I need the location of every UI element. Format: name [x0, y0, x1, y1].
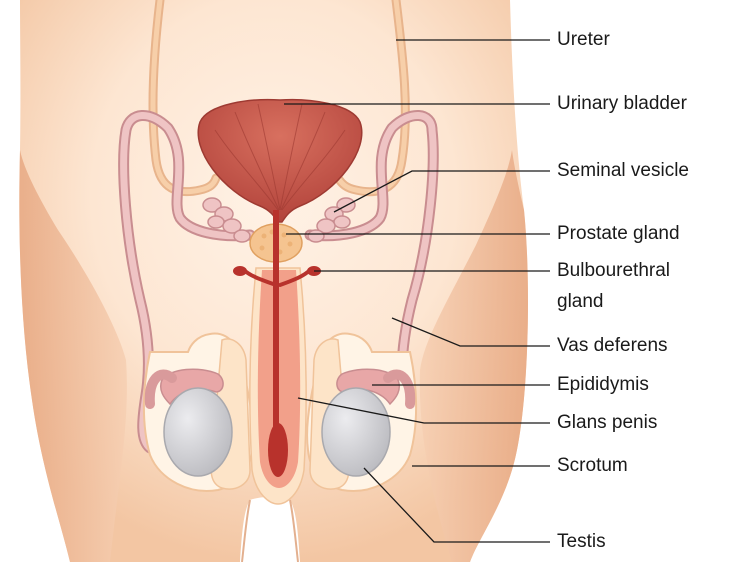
label-epididymis: Epididymis [557, 374, 649, 396]
label-glans-penis: Glans penis [557, 412, 657, 434]
label-bulbourethral-gland-line1: Bulbourethral [557, 260, 670, 282]
label-testis: Testis [557, 531, 606, 553]
label-seminal-vesicle: Seminal vesicle [557, 160, 689, 182]
label-scrotum: Scrotum [557, 455, 628, 477]
label-ureter: Ureter [557, 29, 610, 51]
label-urinary-bladder: Urinary bladder [557, 93, 687, 115]
label-bulbourethral-gland-line2: gland [557, 291, 604, 313]
label-prostate-gland: Prostate gland [557, 223, 680, 245]
label-vas-deferens: Vas deferens [557, 335, 668, 357]
